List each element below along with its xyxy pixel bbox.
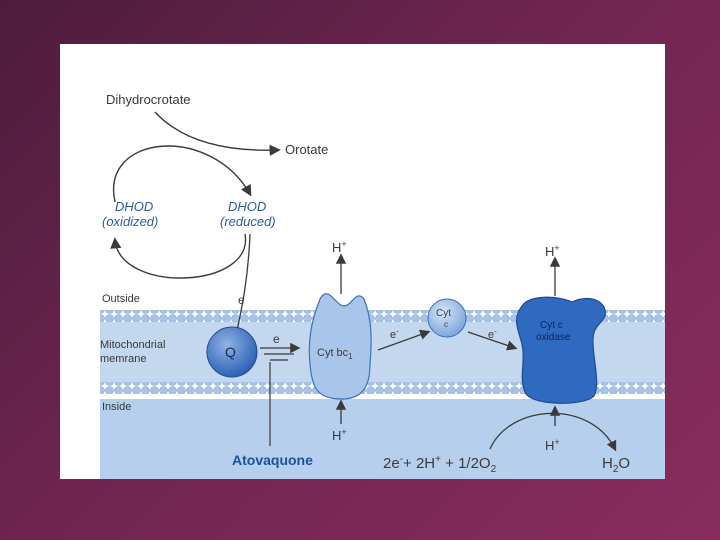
cyt-oxidase-sublabel: oxidase [536,332,571,343]
dhod-cycle-arrow-bottom [115,234,246,278]
reaction-arrow [155,112,278,150]
orotate-label: Orotate [285,142,328,157]
mitochondrial-label: Mitochondrial [100,339,165,351]
q-electron-label: e [273,332,280,346]
cyt-oxidase-label: Cyt c [540,320,563,331]
electron-transport-diagram: Dihydrocrotate Orotate DHOD (oxidized) D… [60,44,665,479]
dhod-oxidized-label: DHOD [115,199,153,214]
ubiquinone-label: Q [225,344,236,360]
dhod-electron-label: e [238,293,245,307]
oxidase-proton-top: H+ [545,243,560,259]
dhod-reduced-state: (reduced) [220,214,276,229]
cyt-c-sublabel: c [444,320,448,329]
dhod-reduced-label: DHOD [228,199,266,214]
dhod-cycle-arrow-top [114,146,250,202]
cyt-c-label: Cyt [436,308,451,319]
atovaquone-label: Atovaquone [232,452,313,468]
outside-label: Outside [102,293,140,305]
inside-label: Inside [102,401,131,413]
bc1-proton-top: H+ [332,239,347,255]
dihydrocrotate-label: Dihydrocrotate [106,92,191,107]
cyt-c-oxidase-complex [517,297,606,403]
slide-panel: Dihydrocrotate Orotate DHOD (oxidized) D… [60,44,665,479]
membrane-label: memrane [100,353,146,365]
cyt-bc1-label: Cyt bc1 [317,347,353,361]
dhod-oxidized-state: (oxidized) [102,214,158,229]
